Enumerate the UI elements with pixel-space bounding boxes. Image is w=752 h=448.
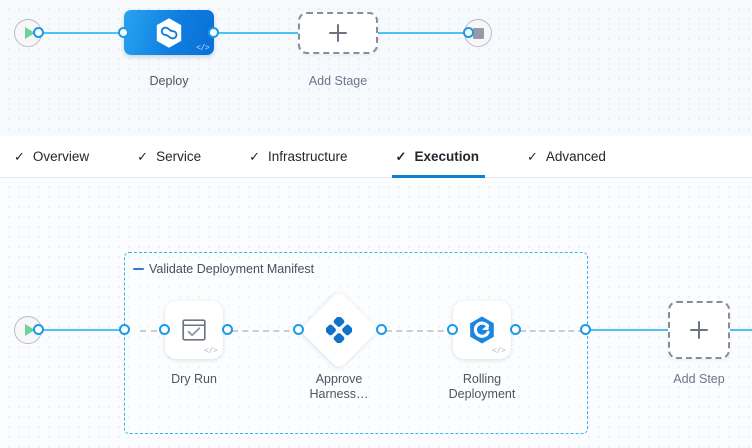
tab-label: Advanced bbox=[545, 149, 606, 164]
check-icon: ✓ bbox=[137, 149, 149, 164]
check-icon: ✓ bbox=[14, 149, 25, 164]
rolling-deploy-icon bbox=[470, 316, 494, 344]
port-exec-start-out[interactable] bbox=[33, 324, 44, 335]
port-approve-out[interactable] bbox=[376, 324, 387, 335]
code-badge-icon: </> bbox=[204, 347, 217, 356]
stage-graph-canvas[interactable]: </> Deploy Add Stage bbox=[0, 0, 752, 136]
check-icon: ✓ bbox=[249, 149, 260, 164]
stage-node-deploy[interactable]: </> bbox=[124, 10, 214, 55]
connector-group-to-dryrun bbox=[140, 330, 168, 332]
pipeline-start-node[interactable] bbox=[14, 19, 42, 47]
tab-overview[interactable]: ✓ Overview bbox=[14, 136, 105, 178]
port-deploy-out[interactable] bbox=[208, 27, 219, 38]
step-label-dry-run: Dry Run bbox=[171, 372, 217, 386]
tab-label: Overview bbox=[32, 149, 90, 164]
check-icon: ✓ bbox=[395, 149, 407, 164]
port-rolling-in[interactable] bbox=[447, 324, 458, 335]
stop-icon bbox=[472, 27, 484, 39]
tab-label: Execution bbox=[414, 149, 479, 164]
minus-icon[interactable] bbox=[133, 267, 144, 271]
port-dryrun-in[interactable] bbox=[159, 324, 170, 335]
connector-rolling-to-groupout bbox=[520, 330, 584, 332]
connector-start-to-deploy bbox=[36, 32, 132, 34]
check-icon: ✓ bbox=[526, 149, 538, 164]
code-badge-icon: </> bbox=[492, 347, 505, 356]
tab-advanced[interactable]: ✓ Advanced bbox=[527, 136, 622, 178]
connector-dryrun-to-approve bbox=[232, 330, 300, 332]
add-stage-button[interactable] bbox=[298, 12, 378, 54]
step-group-header[interactable]: Validate Deployment Manifest bbox=[133, 262, 314, 276]
port-end-in[interactable] bbox=[463, 27, 474, 38]
shell-check-icon bbox=[182, 319, 206, 341]
connector-start-to-group bbox=[36, 329, 128, 331]
harness-approval-icon bbox=[326, 317, 352, 343]
plus-icon bbox=[328, 23, 348, 43]
port-group-in[interactable] bbox=[119, 324, 130, 335]
port-dryrun-out[interactable] bbox=[222, 324, 233, 335]
connector-approve-to-rolling bbox=[386, 330, 454, 332]
play-icon bbox=[24, 324, 35, 336]
port-approve-in[interactable] bbox=[293, 324, 304, 335]
connector-group-to-addstep bbox=[588, 329, 668, 331]
stage-label-deploy: Deploy bbox=[149, 74, 189, 88]
tab-label: Service bbox=[156, 149, 202, 164]
add-step-label: Add Step bbox=[673, 372, 725, 386]
port-group-out[interactable] bbox=[580, 324, 591, 335]
step-label-rolling-deployment: Rolling Deployment bbox=[448, 372, 516, 401]
connector-addstep-out bbox=[730, 329, 752, 331]
add-step-button[interactable] bbox=[668, 301, 730, 359]
connector-addstage-to-end bbox=[372, 32, 468, 34]
tab-label: Infrastructure bbox=[268, 149, 348, 164]
port-deploy-in[interactable] bbox=[118, 27, 129, 38]
port-start-out[interactable] bbox=[33, 27, 44, 38]
stage-tab-bar[interactable]: ✓ Overview ✓ Service ✓ Infrastructure ✓ … bbox=[0, 136, 752, 178]
tab-service[interactable]: ✓ Service bbox=[137, 136, 217, 178]
tab-infrastructure[interactable]: ✓ Infrastructure bbox=[249, 136, 363, 178]
step-node-rolling-deployment[interactable]: </> bbox=[453, 301, 511, 359]
plus-icon bbox=[689, 320, 709, 340]
port-rolling-out[interactable] bbox=[510, 324, 521, 335]
add-stage-label: Add Stage bbox=[308, 74, 368, 88]
connector-deploy-to-addstage bbox=[214, 32, 304, 34]
play-icon bbox=[24, 27, 35, 39]
tab-execution[interactable]: ✓ Execution bbox=[391, 136, 495, 178]
harness-hexagon-icon bbox=[156, 17, 182, 48]
step-group-label: Validate Deployment Manifest bbox=[149, 262, 315, 276]
execution-graph-canvas[interactable]: Validate Deployment Manifest bbox=[0, 178, 752, 448]
step-label-approve-harness: Approve Harness… bbox=[309, 372, 369, 401]
step-node-dry-run[interactable]: </> bbox=[165, 301, 223, 359]
code-badge-icon: </> bbox=[196, 44, 209, 53]
